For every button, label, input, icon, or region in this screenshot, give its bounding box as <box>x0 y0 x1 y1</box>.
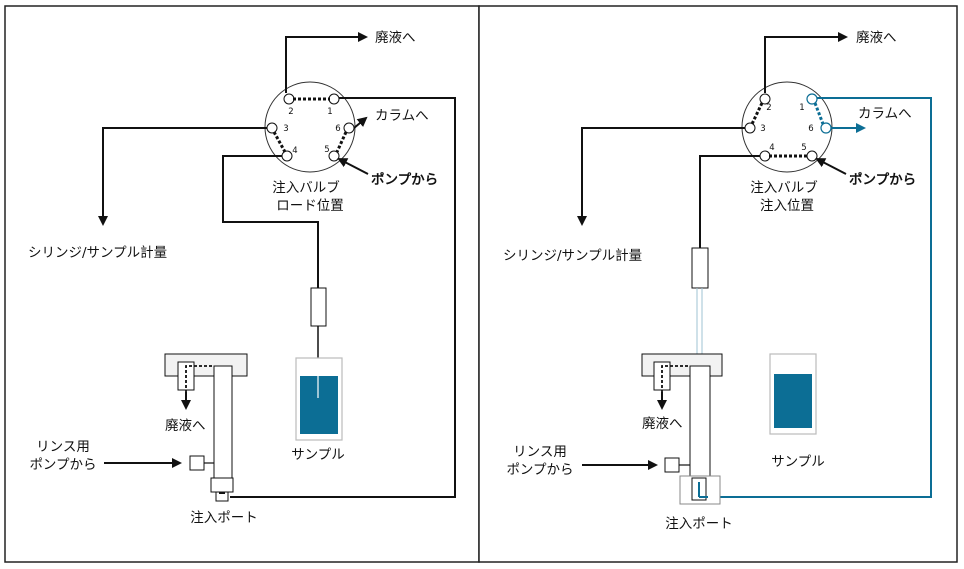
port-label-5: 5 <box>801 143 806 153</box>
valve-port-2 <box>283 93 295 105</box>
label-from-pump: ポンプから <box>849 171 916 188</box>
label-syringe-metering: シリンジ/サンプル計量 <box>503 248 642 264</box>
label-valve-caption-1: 注入バルブ <box>750 179 818 196</box>
sample-vial <box>295 357 343 441</box>
label-to-column: カラムへ <box>858 106 912 122</box>
port-label-4: 4 <box>292 146 297 156</box>
vial-liquid <box>300 376 338 434</box>
syringe-line <box>577 127 745 226</box>
label-sample: サンプル <box>291 447 345 463</box>
valve-port-2 <box>759 93 771 105</box>
label-valve-caption-2: ロード位置 <box>276 198 344 214</box>
label-rinse-pump-1: リンス用 <box>36 439 90 455</box>
port-label-6: 6 <box>335 124 340 134</box>
sample-vial <box>769 353 817 435</box>
housing-top <box>164 353 248 377</box>
waste-path <box>185 365 212 395</box>
port-label-3: 3 <box>760 124 765 134</box>
label-syringe-metering: シリンジ/サンプル計量 <box>28 245 167 261</box>
label-to-waste-port: 廃液へ <box>165 417 206 434</box>
housing-column <box>213 365 233 479</box>
valve-channel-2-3 <box>750 102 764 125</box>
pump-line <box>337 158 369 175</box>
port-base <box>210 477 234 493</box>
valve-body <box>264 81 356 173</box>
column-line <box>353 116 368 129</box>
port-label-1: 1 <box>799 103 804 113</box>
injection-valve: 2 1 3 6 4 5 <box>264 81 356 173</box>
needle-line <box>222 155 319 288</box>
label-injection-port: 注入ポート <box>190 510 258 526</box>
valve-port-1 <box>806 93 818 105</box>
label-to-waste-port: 廃液へ <box>642 415 683 432</box>
syringe-line <box>98 127 267 226</box>
panel-inject-position: 2 1 3 6 4 5 <box>478 5 958 563</box>
needle-holder <box>310 287 327 327</box>
port-label-3: 3 <box>283 124 288 134</box>
label-sample: サンプル <box>771 454 825 470</box>
label-rinse-pump-2: ポンプから <box>29 457 96 473</box>
valve-port-6 <box>820 122 832 134</box>
port-label-2: 2 <box>288 107 293 117</box>
panel-frame <box>4 5 480 563</box>
valve-channel-1-6 <box>813 102 825 125</box>
needle-holder <box>691 247 709 289</box>
label-rinse-pump-1: リンス用 <box>513 444 567 460</box>
housing-column <box>689 365 711 479</box>
waste-line-top <box>764 32 848 93</box>
waste-path <box>661 365 688 395</box>
label-from-pump: ポンプから <box>371 171 438 188</box>
loop-line <box>230 97 456 498</box>
label-valve-caption-1: 注入バルブ <box>272 179 340 196</box>
valve-channel-6-5 <box>335 131 348 153</box>
label-injection-port: 注入ポート <box>665 516 733 532</box>
rinse-inlet-fitting <box>189 455 205 471</box>
port-label-4: 4 <box>769 143 774 153</box>
label-to-column: カラムへ <box>375 108 429 124</box>
injection-port-housing <box>582 353 723 505</box>
port-label-1: 1 <box>327 107 332 117</box>
valve-port-6 <box>343 122 355 134</box>
valve-body <box>741 81 833 173</box>
needle-line <box>699 155 760 248</box>
rinse-inlet-fitting <box>664 457 680 473</box>
label-to-waste-top: 廃液へ <box>375 29 416 46</box>
panel-load-position: 2 1 3 6 4 5 <box>4 5 480 563</box>
valve-port-3 <box>744 122 756 134</box>
valve-port-5 <box>328 150 340 162</box>
label-to-waste-top: 廃液へ <box>856 29 897 46</box>
port-label-5: 5 <box>324 145 329 155</box>
label-valve-caption-2: 注入位置 <box>760 198 814 214</box>
waste-line-top <box>285 32 368 93</box>
valve-channel-3-4 <box>272 131 287 153</box>
label-rinse-pump-2: ポンプから <box>506 462 573 478</box>
valve-port-4 <box>281 150 293 162</box>
injection-port-housing <box>104 353 248 502</box>
loop-line <box>706 97 932 498</box>
valve-port-3 <box>266 122 278 134</box>
port-label-2: 2 <box>766 103 771 113</box>
pump-line <box>815 158 847 175</box>
injection-valve: 2 1 3 6 4 5 <box>741 81 833 173</box>
valve-port-5 <box>806 150 818 162</box>
port-label-6: 6 <box>808 124 813 134</box>
valve-port-1 <box>328 93 340 105</box>
vial-liquid <box>774 374 812 428</box>
